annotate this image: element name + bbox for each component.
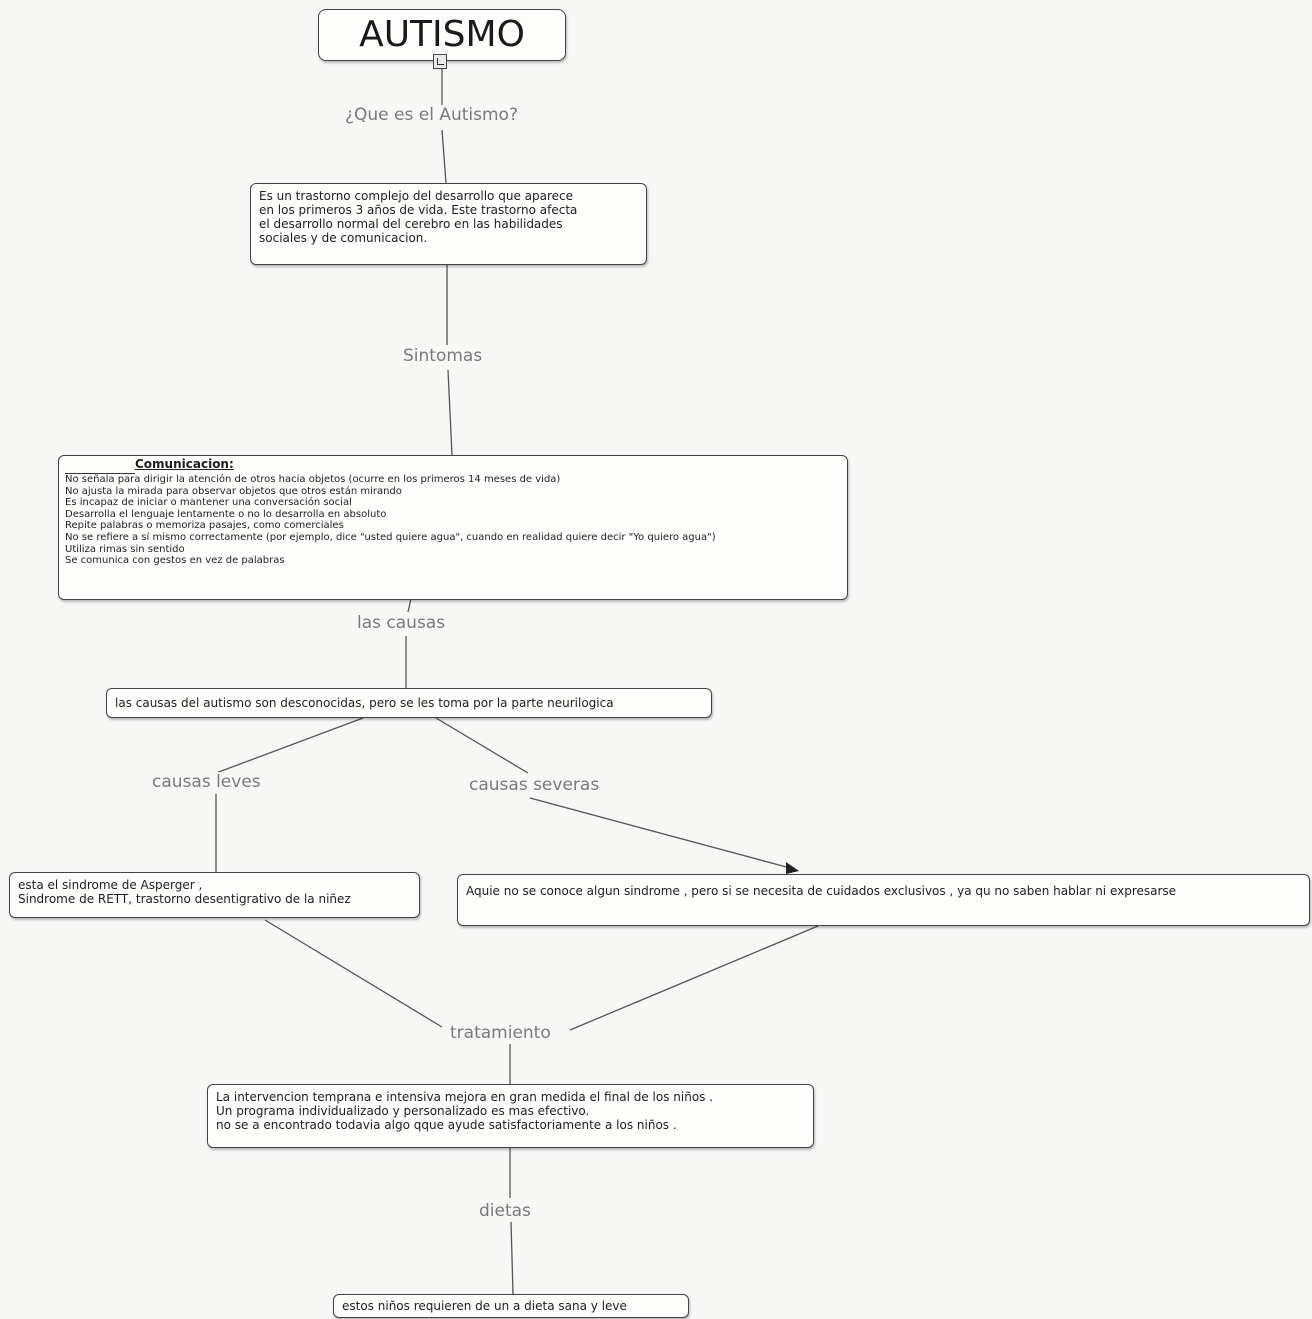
link-tratamiento: tratamiento <box>448 1023 553 1043</box>
symptom-item: Se comunica con gestos en vez de palabra… <box>65 555 285 567</box>
diet-node[interactable]: estos niños requieren de un a dieta sana… <box>333 1294 689 1318</box>
link-sintomas: Sintomas <box>401 346 485 366</box>
connector <box>569 925 819 1031</box>
definition-line: en los primeros 3 años de vida. Este tra… <box>259 203 578 217</box>
title-node[interactable]: AUTISMO <box>318 9 566 61</box>
connector <box>435 717 529 774</box>
symptom-item: No señala para dirigir la atención de ot… <box>65 474 561 485</box>
definition-node[interactable]: Es un trastorno complejo del desarrollo … <box>250 183 647 265</box>
definition-line: el desarrollo normal del cerebro en las … <box>259 217 563 231</box>
connector <box>510 1221 514 1295</box>
symptom-item: No ajusta la mirada para observar objeto… <box>65 485 402 497</box>
treatment-line: Un programa individualizado y personaliz… <box>216 1104 590 1118</box>
symptoms-title: Comunicacion <box>135 457 229 471</box>
link-dietas: dietas <box>477 1201 533 1221</box>
link-causas-leves: causas leves <box>150 772 263 792</box>
link-que-es: ¿Que es el Autismo? <box>343 105 520 125</box>
severe-causes-node[interactable]: Aquie no se conoce algun sindrome , pero… <box>457 874 1310 926</box>
symptoms-title-colon: : <box>228 457 234 471</box>
causes-node[interactable]: las causas del autismo son desconocidas,… <box>106 688 712 718</box>
symptom-item: Repite palabras o memoriza pasajes, como… <box>65 520 344 532</box>
arrowhead <box>786 862 799 874</box>
treatment-line: La intervencion temprana e intensiva mej… <box>216 1090 714 1104</box>
treatment-node[interactable]: La intervencion temprana e intensiva mej… <box>207 1084 814 1148</box>
definition-line: Es un trastorno complejo del desarrollo … <box>259 189 573 203</box>
connector <box>441 129 447 184</box>
document-icon[interactable] <box>433 54 447 69</box>
symptoms-underline <box>65 473 135 474</box>
connector <box>264 919 443 1028</box>
mild-causes-line: esta el sindrome de Asperger , <box>18 878 203 892</box>
connector <box>215 717 364 774</box>
connector <box>447 369 453 456</box>
mild-causes-node[interactable]: esta el sindrome de Asperger , Sindrome … <box>9 872 420 918</box>
link-las-causas: las causas <box>355 613 448 633</box>
connector <box>529 797 791 869</box>
symptom-item: Desarrolla el lenguaje lentamente o no l… <box>65 508 387 520</box>
symptom-item: No se refiere a sí mismo correctamente (… <box>65 531 716 543</box>
link-causas-severas: causas severas <box>467 775 602 795</box>
mild-causes-line: Sindrome de RETT, trastorno desentigrati… <box>18 892 351 906</box>
symptom-item: Es incapaz de iniciar o mantener una con… <box>65 497 352 509</box>
definition-line: sociales y de comunicacion. <box>259 231 428 245</box>
symptoms-node[interactable]: Comunicacion: No señala para dirigir la … <box>58 455 848 600</box>
treatment-line: no se a encontrado todavia algo qque ayu… <box>216 1118 677 1132</box>
symptoms-header: Comunicacion: <box>65 457 841 474</box>
symptom-item: Utiliza rimas sin sentido <box>65 543 185 555</box>
